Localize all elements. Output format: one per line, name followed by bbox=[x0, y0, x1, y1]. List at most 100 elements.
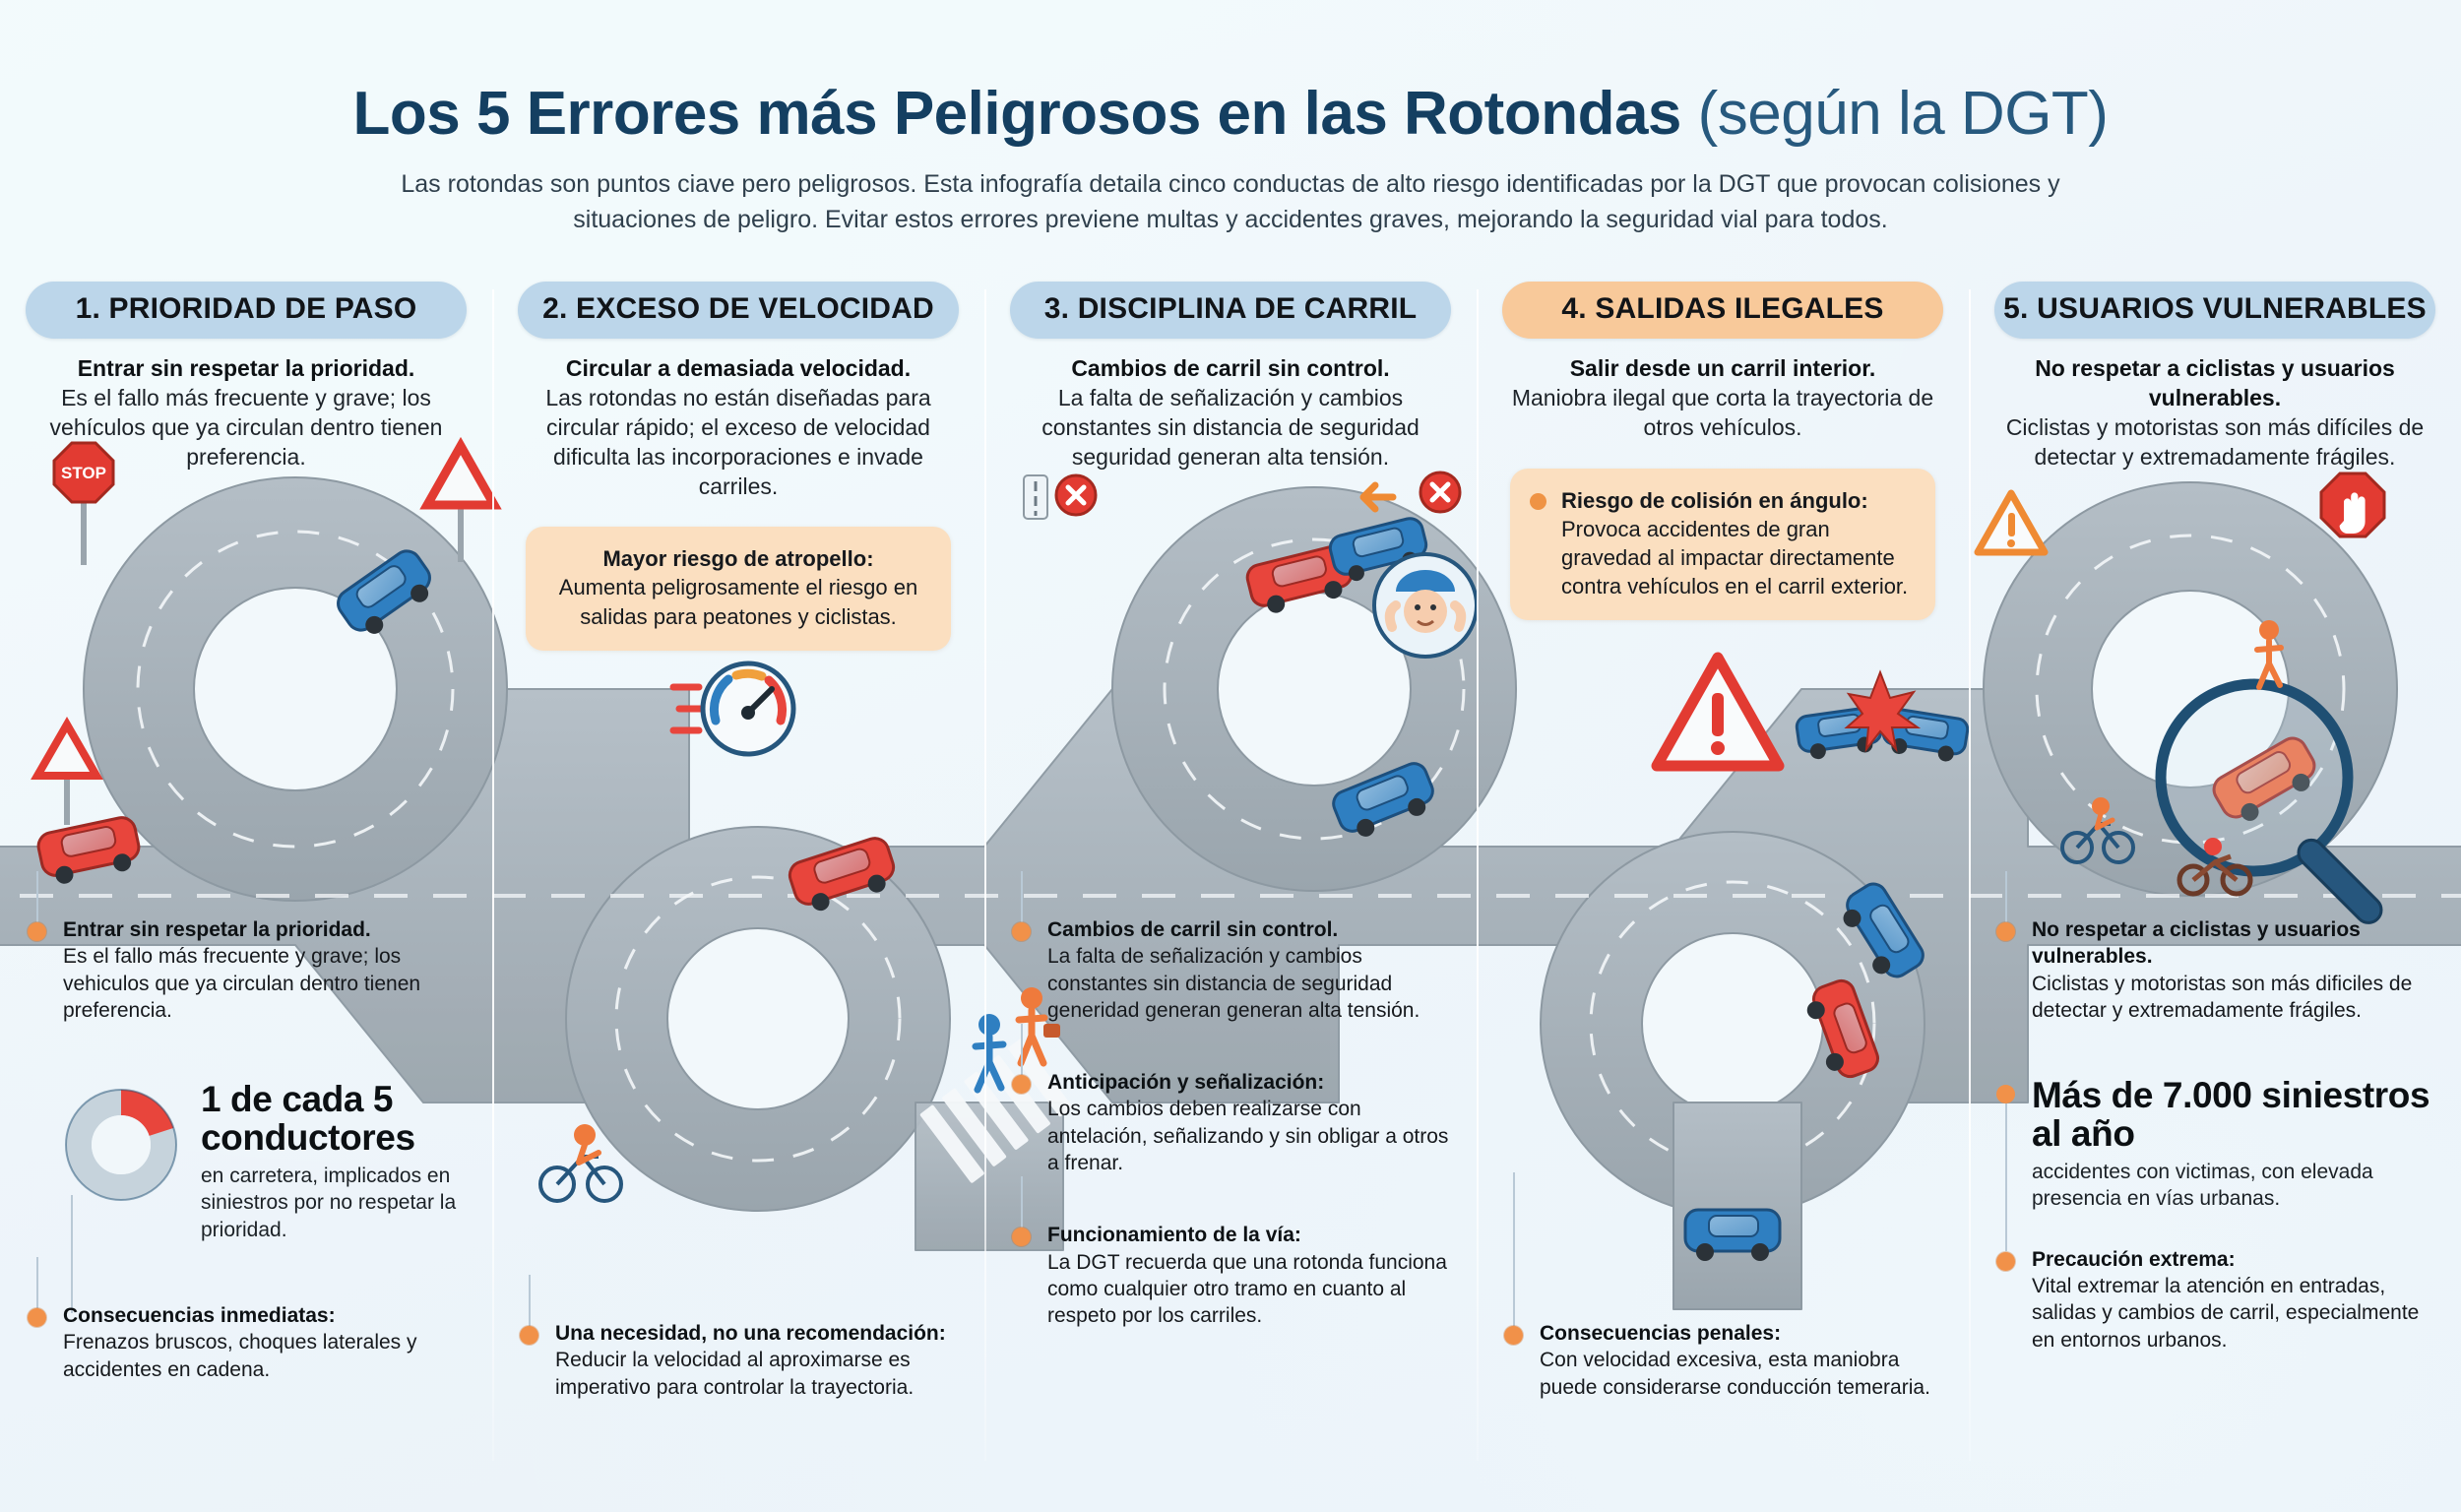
bullet-item: Consecuencias penales: Con velocidad exc… bbox=[1502, 1172, 1943, 1401]
pedestrian-icon bbox=[972, 1014, 1007, 1094]
bullet-body: Vital extremar la atención en entradas, … bbox=[2032, 1275, 2420, 1352]
column-4-lead-body: Maniobra ilegal que corta la trayectoria… bbox=[1511, 384, 1934, 440]
callout-dot bbox=[1530, 492, 1546, 510]
columns-container: 1. PRIORIDAD DE PASO Entrar sin respetar… bbox=[0, 282, 2461, 1512]
no-entry-icon bbox=[1419, 471, 1462, 514]
column-2-lead-bold: Circular a demasiada velocidad. bbox=[565, 355, 912, 381]
column-1-lead: Entrar sin respetar la prioridad. Es el … bbox=[32, 354, 461, 472]
column-1-bullets: Entrar sin respetar la prioridad. Es el … bbox=[26, 871, 467, 1413]
bullet-item: Funcionamiento de la vía: La DGT recuerd… bbox=[1010, 1176, 1451, 1329]
column-1-pill: 1. PRIORIDAD DE PASO bbox=[26, 282, 467, 339]
column-5-bullets: No respetar a ciclistas y usuarios vulne… bbox=[1994, 871, 2435, 1383]
bullet-body: Reducir la velocidad al aproximarse es i… bbox=[555, 1349, 915, 1399]
callout-riesgo-colision-angulo: Riesgo de colisión en ángulo: Provoca ac… bbox=[1510, 468, 1935, 620]
bullet-title: Cambios de carril sin control. bbox=[1047, 918, 1339, 941]
bullet-item: Precaución extrema: Vital extremar la at… bbox=[1994, 1246, 2435, 1354]
bullet-title: Una necesidad, no una recomendación: bbox=[555, 1322, 946, 1345]
donut-chart bbox=[63, 1081, 179, 1314]
column-3-bullets: Cambios de carril sin control. La falta … bbox=[1010, 871, 1451, 1359]
hand-stop-icon bbox=[2319, 472, 2386, 538]
column-3-lead-body: La falta de señalización y cambios const… bbox=[1041, 384, 1420, 470]
column-3-lead-bold: Cambios de carril sin control. bbox=[1071, 355, 1390, 381]
column-4-pill: 4. SALIDAS ILEGALES bbox=[1502, 282, 1943, 339]
bullet-dot bbox=[28, 922, 46, 941]
column-5-lead-bold: No respetar a ciclistas y usuarios vulne… bbox=[2035, 355, 2395, 410]
warning-triangle-icon bbox=[1974, 489, 2049, 556]
bullet-body: La falta de señalización y cambios const… bbox=[1047, 945, 1420, 1022]
no-entry-icon bbox=[1054, 473, 1098, 517]
motorcycle-icon bbox=[2177, 838, 2253, 897]
left-arrow-icon bbox=[1359, 481, 1397, 513]
column-1-lead-bold: Entrar sin respetar la prioridad. bbox=[77, 355, 415, 381]
bullet-dot bbox=[1012, 1228, 1031, 1247]
stat-stem bbox=[71, 1195, 73, 1314]
bullet-dot bbox=[1996, 1251, 2015, 1271]
bullet-item: No respetar a ciclistas y usuarios vulne… bbox=[1994, 871, 2435, 1024]
callout-body: Aumenta peligrosamente el riesgo en sali… bbox=[558, 575, 918, 629]
pedestrian-icon bbox=[1015, 987, 1060, 1067]
stat-stem bbox=[2005, 1103, 2007, 1252]
column-5-lead: No respetar a ciclistas y usuarios vulne… bbox=[2000, 354, 2429, 472]
page-subtitle: Las rotondas son puntos ciave pero pelig… bbox=[401, 170, 2060, 233]
column-2-lead: Circular a demasiada velocidad. Las roto… bbox=[524, 354, 953, 501]
bullet-dot bbox=[28, 1308, 46, 1328]
column-5-lead-body: Ciclistas y motoristas son más difíciles… bbox=[2005, 413, 2425, 470]
bullet-title: Entrar sin respetar la prioridad. bbox=[63, 918, 371, 941]
yield-triangle-icon bbox=[419, 436, 502, 562]
stat-text: 1 de cada 5 conductores en carretera, im… bbox=[201, 1079, 467, 1243]
bullet-dot bbox=[1504, 1326, 1523, 1345]
column-4-lead-bold: Salir desde un carril interior. bbox=[1569, 355, 1876, 381]
bullet-item: Una necesidad, no una recomendación: Red… bbox=[518, 1275, 959, 1401]
stat-description: accidentes con victimas, con elevada pre… bbox=[2032, 1161, 2373, 1211]
bullet-dot bbox=[1012, 1075, 1031, 1095]
column-4-bullets: Consecuencias penales: Con velocidad exc… bbox=[1502, 1172, 1943, 1430]
column-exceso-de-velocidad: 2. EXCESO DE VELOCIDAD Circular a demasi… bbox=[492, 282, 984, 1512]
bullet-title: Anticipación y señalización: bbox=[1047, 1071, 1325, 1095]
bullet-title: No respetar a ciclistas y usuarios vulne… bbox=[2032, 918, 2361, 969]
blue-car-icon bbox=[337, 549, 431, 634]
page-title-source: (según la DGT) bbox=[1697, 80, 2109, 148]
bullet-item: Consecuencias inmediatas: Frenazos brusc… bbox=[26, 1257, 467, 1383]
column-prioridad-de-paso: 1. PRIORIDAD DE PASO Entrar sin respetar… bbox=[0, 282, 492, 1512]
bullet-body: Los cambios deben realizarse con antelac… bbox=[1047, 1098, 1449, 1175]
page-header: Los 5 Errores más Peligrosos en las Roto… bbox=[0, 80, 2461, 237]
bullet-stem bbox=[529, 1275, 531, 1326]
stat-headline: 1 de cada 5 conductores bbox=[201, 1079, 415, 1158]
blue-car-icon bbox=[1683, 1208, 1782, 1261]
stat-description: en carretera, implicados en siniestros p… bbox=[201, 1165, 457, 1241]
stat-headline: Más de 7.000 siniestros al año bbox=[2032, 1075, 2430, 1154]
blue-car-icon bbox=[1332, 762, 1434, 837]
bullet-item: Entrar sin respetar la prioridad. Es el … bbox=[26, 871, 467, 1024]
bullet-body: Es el fallo más frecuente y grave; los v… bbox=[63, 945, 421, 1022]
bullet-item: Cambios de carril sin control. La falta … bbox=[1010, 871, 1451, 1024]
bullet-body: Con velocidad excesiva, esta maniobra pu… bbox=[1540, 1349, 1930, 1399]
column-1-lead-body: Es el fallo más frecuente y grave; los v… bbox=[49, 384, 443, 470]
blue-car-icon bbox=[1843, 882, 1925, 978]
pedestrian-icon bbox=[2254, 620, 2284, 690]
column-4-lead: Salir desde un carril interior. Maniobra… bbox=[1508, 354, 1937, 443]
bullet-item: Anticipación y señalización: Los cambios… bbox=[1010, 1024, 1451, 1176]
column-salidas-ilegales: 4. SALIDAS ILEGALES Salir desde un carri… bbox=[1477, 282, 1969, 1512]
column-2-bullets: Una necesidad, no una recomendación: Red… bbox=[518, 1275, 959, 1430]
donut-svg bbox=[65, 1089, 177, 1202]
stat-block-prioridad: 1 de cada 5 conductores en carretera, im… bbox=[26, 1079, 467, 1314]
magnifier-icon bbox=[2155, 678, 2383, 924]
column-2-lead-body: Las rotondas no están diseñadas para cir… bbox=[545, 384, 931, 499]
bullet-stem bbox=[36, 1257, 38, 1309]
page-title-main: Los 5 Errores más Peligrosos en las Roto… bbox=[352, 80, 1682, 148]
column-disciplina-de-carril: 3. DISCIPLINA DE CARRIL Cambios de carri… bbox=[984, 282, 1477, 1512]
bullet-dot bbox=[1012, 922, 1031, 941]
bullet-dot bbox=[520, 1326, 538, 1345]
bullet-stem bbox=[1021, 1176, 1023, 1228]
bullet-stem bbox=[1021, 871, 1023, 922]
cyclist-icon bbox=[2060, 797, 2135, 864]
svg-text:STOP: STOP bbox=[61, 464, 106, 482]
column-2-pill: 2. EXCESO DE VELOCIDAD bbox=[518, 282, 959, 339]
lane-marker-icon bbox=[1023, 474, 1048, 520]
stat-block-siniestros: Más de 7.000 siniestros al año accidente… bbox=[1994, 1075, 2435, 1252]
column-3-pill: 3. DISCIPLINA DE CARRIL bbox=[1010, 282, 1451, 339]
column-usuarios-vulnerables: 5. USUARIOS VULNERABLES No respetar a ci… bbox=[1969, 282, 2461, 1512]
column-3-lead: Cambios de carril sin control. La falta … bbox=[1016, 354, 1445, 472]
